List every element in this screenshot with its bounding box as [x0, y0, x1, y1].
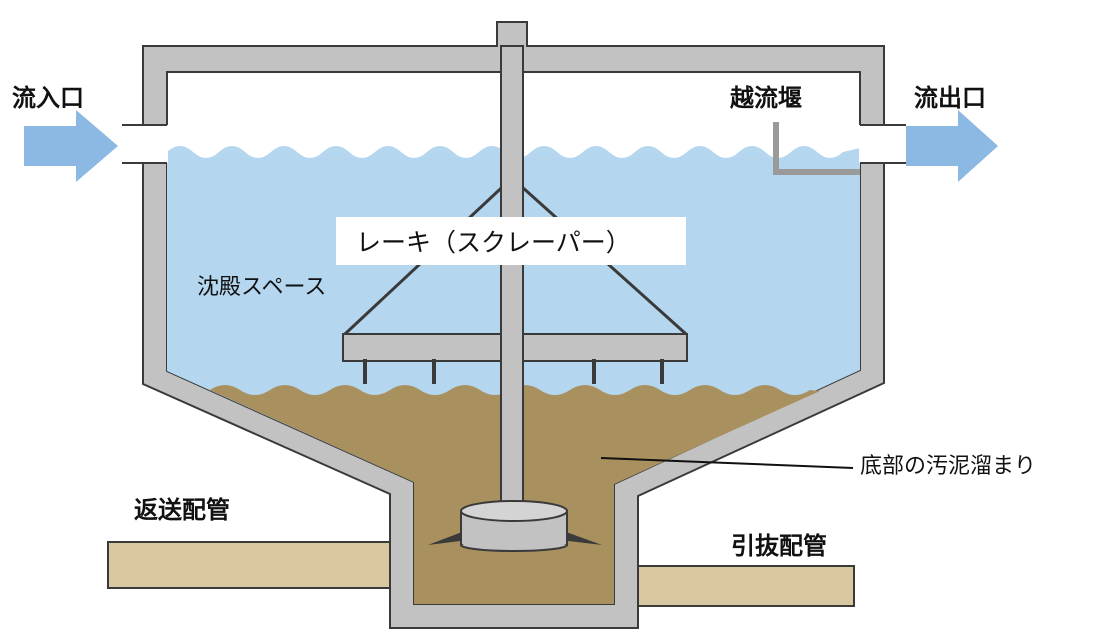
sludge-label: 底部の汚泥溜まり — [860, 454, 1037, 479]
sludge-leader-line — [600, 457, 854, 469]
inlet-label: 流入口 — [12, 84, 84, 112]
rake-label-box: レーキ（スクレーパー） — [336, 217, 686, 265]
extraction-pipe — [635, 565, 855, 607]
overflow-weir — [773, 122, 860, 175]
inlet-opening — [122, 125, 168, 163]
extraction-pipe-label: 引抜配管 — [731, 532, 827, 560]
inflow-arrow-icon — [24, 110, 118, 182]
outlet-label: 流出口 — [914, 84, 986, 112]
return-pipe — [107, 541, 395, 589]
rake-label: レーキ（スクレーパー） — [356, 228, 631, 257]
weir-label: 越流堰 — [730, 84, 802, 112]
central-shaft — [500, 45, 524, 509]
rake-teeth — [363, 359, 664, 384]
outflow-arrow-icon — [906, 110, 998, 182]
base-hub — [460, 500, 568, 552]
outlet-opening — [859, 125, 906, 163]
scraper-blade-right — [560, 532, 602, 545]
return-pipe-label: 返送配管 — [134, 496, 230, 524]
settling-space-label: 沈殿スペース — [197, 275, 327, 300]
scraper-blade-left — [428, 532, 468, 545]
